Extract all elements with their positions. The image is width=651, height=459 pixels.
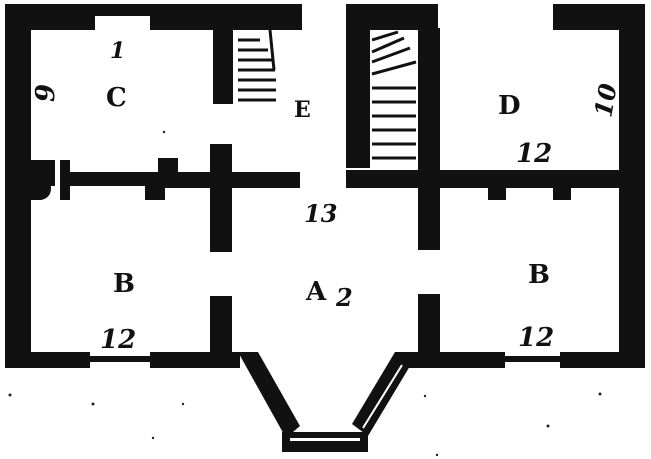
dimension-d-bottom: 12: [516, 139, 552, 169]
room-label-b-right: B: [528, 260, 550, 290]
room-label-d: D: [498, 91, 521, 121]
bottom-window-right: [505, 356, 560, 362]
staircase-c: [238, 29, 276, 102]
left-wall: [5, 4, 31, 368]
hall-post-right: [418, 178, 440, 250]
interior-walls: [31, 28, 645, 358]
bottom-wall-right-mid: [395, 352, 505, 368]
d-west-wall: [418, 28, 440, 178]
left-niche: [31, 170, 51, 200]
mid-wall-left-e: [158, 158, 178, 172]
bottom-wall-right: [560, 352, 645, 368]
bay-entrance: [238, 352, 410, 452]
bottom-wall-left: [5, 352, 90, 368]
top-wall-mid-left: [150, 4, 302, 30]
bay-wall-right: [352, 352, 410, 436]
mid-wall-right-stub-1: [488, 186, 506, 200]
stair-d-wall: [346, 28, 370, 168]
entrance-step-gap: [290, 438, 360, 441]
bay-wall-left: [238, 352, 300, 438]
entrance-step: [282, 432, 368, 452]
mid-wall-left-c: [70, 172, 145, 186]
dimension-c-top: 1: [110, 38, 125, 64]
mid-wall-left-d: [145, 172, 165, 200]
stair-c-wall: [213, 28, 233, 104]
room-label-b-left: B: [113, 269, 135, 299]
mid-wall-left-f: [165, 172, 300, 188]
top-wall-mid-right: [346, 4, 438, 30]
exterior-walls: [5, 4, 645, 368]
staircase-d: [371, 30, 417, 160]
hall-post-left-low: [210, 296, 232, 358]
dimension-b-right-bottom: 12: [518, 323, 554, 353]
hall-post-right-low: [418, 294, 440, 358]
room-label-a: A: [305, 277, 327, 307]
mid-wall-right: [346, 170, 645, 188]
dimension-a-suffix: 2: [335, 283, 353, 312]
dimension-d-right: 10: [588, 81, 622, 119]
hall-post-left: [210, 144, 232, 252]
top-window-c: [95, 4, 150, 16]
mid-wall-left-b: [60, 160, 70, 200]
print-specks: [8, 130, 602, 457]
dimension-c-left: 9: [31, 84, 61, 102]
bottom-window-left: [90, 356, 150, 362]
bay-window-right-glazing: [362, 364, 403, 429]
mid-wall-right-stub-2: [553, 186, 571, 200]
dimension-b-left-bottom: 12: [100, 325, 136, 355]
room-label-c: C: [106, 83, 127, 113]
dimension-hall-center: 13: [304, 199, 337, 228]
room-label-e: E: [294, 97, 311, 123]
